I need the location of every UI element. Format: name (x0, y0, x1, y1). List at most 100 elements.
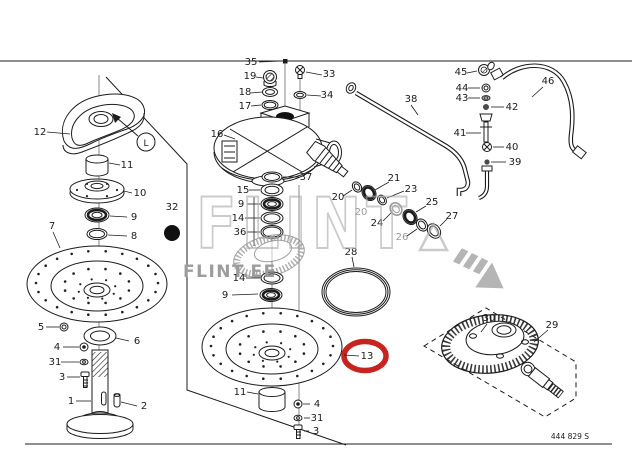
leader-10 (123, 190, 133, 194)
part-9-bearing-left (84, 207, 110, 223)
part-9-bearing-lower (259, 288, 283, 302)
part-11-bushing (85, 154, 109, 177)
callout-34: 34 (321, 90, 334, 101)
callout-30: 30 (483, 313, 496, 324)
watermark-logo-text: FLINT (196, 183, 412, 265)
callout-11b: 11 (234, 387, 247, 398)
leader-33 (305, 71, 323, 76)
part-3-bolt-left (80, 371, 90, 388)
callout-6: 6 (134, 336, 140, 347)
watermark-triangle-icon (417, 221, 450, 252)
part-26-ring (415, 218, 429, 232)
part-33-breather (295, 65, 305, 79)
leader-20 (342, 189, 353, 197)
part-24-shim (389, 202, 403, 216)
callout-26: 26 (396, 232, 409, 243)
watermark: FLINT (195, 182, 450, 266)
leader-12 (46, 131, 71, 135)
part-42-ball (483, 104, 489, 110)
callout-18: 18 (239, 87, 252, 98)
callout-17: 17 (239, 101, 252, 112)
part-38-pipe (345, 82, 471, 196)
part-4-washer-left (79, 342, 89, 352)
part-18-seal-ring (262, 87, 278, 97)
kit-box-outline (423, 307, 577, 418)
callout-4: 4 (54, 342, 60, 353)
callout-36: 36 (234, 227, 247, 238)
leader-2 (120, 401, 138, 407)
part-39-washer (484, 159, 490, 165)
leader-24 (382, 212, 392, 222)
callout-12: 12 (34, 127, 47, 138)
part-15-seal (260, 183, 284, 197)
watermark-site-text: FLINT.EE (183, 262, 277, 282)
part-31-washer-center (293, 414, 303, 422)
callout-11: 11 (121, 160, 134, 171)
leader-35 (258, 60, 282, 63)
leader-30 (480, 323, 488, 333)
leader-9 (109, 215, 128, 218)
leader-7 (52, 231, 61, 249)
part-46-pipe (490, 63, 587, 160)
leader-11b (246, 391, 259, 395)
part-45-banjo-bolt (478, 61, 495, 76)
callout-31: 31 (49, 357, 62, 368)
part-40-nut (482, 142, 492, 152)
part-12-skid-cover (62, 93, 146, 155)
leader-19 (255, 76, 264, 79)
part-3-bolt-center (293, 424, 303, 439)
callout-46: 46 (542, 76, 555, 87)
callout-35: 35 (245, 57, 258, 68)
callout-7: 7 (49, 221, 55, 232)
callout-5: 5 (38, 322, 44, 333)
part-8-ring (86, 228, 108, 240)
part-28-oring (321, 267, 391, 317)
part-17-ring (261, 100, 279, 110)
assembly-frame-line (105, 76, 347, 446)
part-1-spindle-shaft (66, 349, 134, 439)
part-9-bearing-center (260, 197, 284, 211)
part-21-bearing (361, 184, 377, 202)
part-4-washer-center (293, 399, 303, 409)
callout-19: 19 (244, 71, 257, 82)
part-44-nut (481, 83, 491, 93)
part-14-ring-center (260, 211, 284, 225)
detail-balloon-L: L (112, 113, 156, 152)
callout-32: 32 (166, 202, 179, 213)
highlight-ellipse-13 (341, 338, 389, 374)
callout-4b: 4 (314, 399, 320, 410)
callout-29: 29 (546, 320, 559, 331)
callout-15: 15 (237, 185, 250, 196)
callout-45: 45 (455, 67, 468, 78)
leader-16 (223, 134, 236, 140)
leader-6 (115, 337, 130, 342)
callout-43: 43 (456, 93, 469, 104)
part-32-plug (164, 225, 180, 241)
arrowhead-L (112, 113, 121, 123)
callout-40: 40 (506, 142, 519, 153)
callout-20: 20 (332, 192, 345, 203)
callout-39: 39 (509, 157, 522, 168)
callout-10: 10 (134, 188, 147, 199)
leader-11 (108, 162, 121, 166)
leader-9c (231, 293, 259, 296)
part-20-ring (351, 181, 363, 193)
leader-26 (406, 228, 418, 237)
leader-27 (439, 218, 448, 227)
leader-28 (351, 256, 355, 268)
part-19-plug (263, 70, 277, 88)
part-35-point (283, 59, 288, 64)
leader-8 (107, 234, 128, 237)
leader-46 (531, 86, 544, 98)
part-2-pin (113, 393, 121, 408)
part-10-flange (69, 178, 125, 204)
leader-29 (533, 329, 549, 343)
part-elbow-fitting (478, 165, 493, 200)
part-41-valve-pin (479, 113, 493, 143)
leader-45 (466, 70, 478, 74)
callout-9: 9 (131, 212, 137, 223)
input-shaft (306, 140, 349, 178)
leader-13 (343, 354, 360, 357)
